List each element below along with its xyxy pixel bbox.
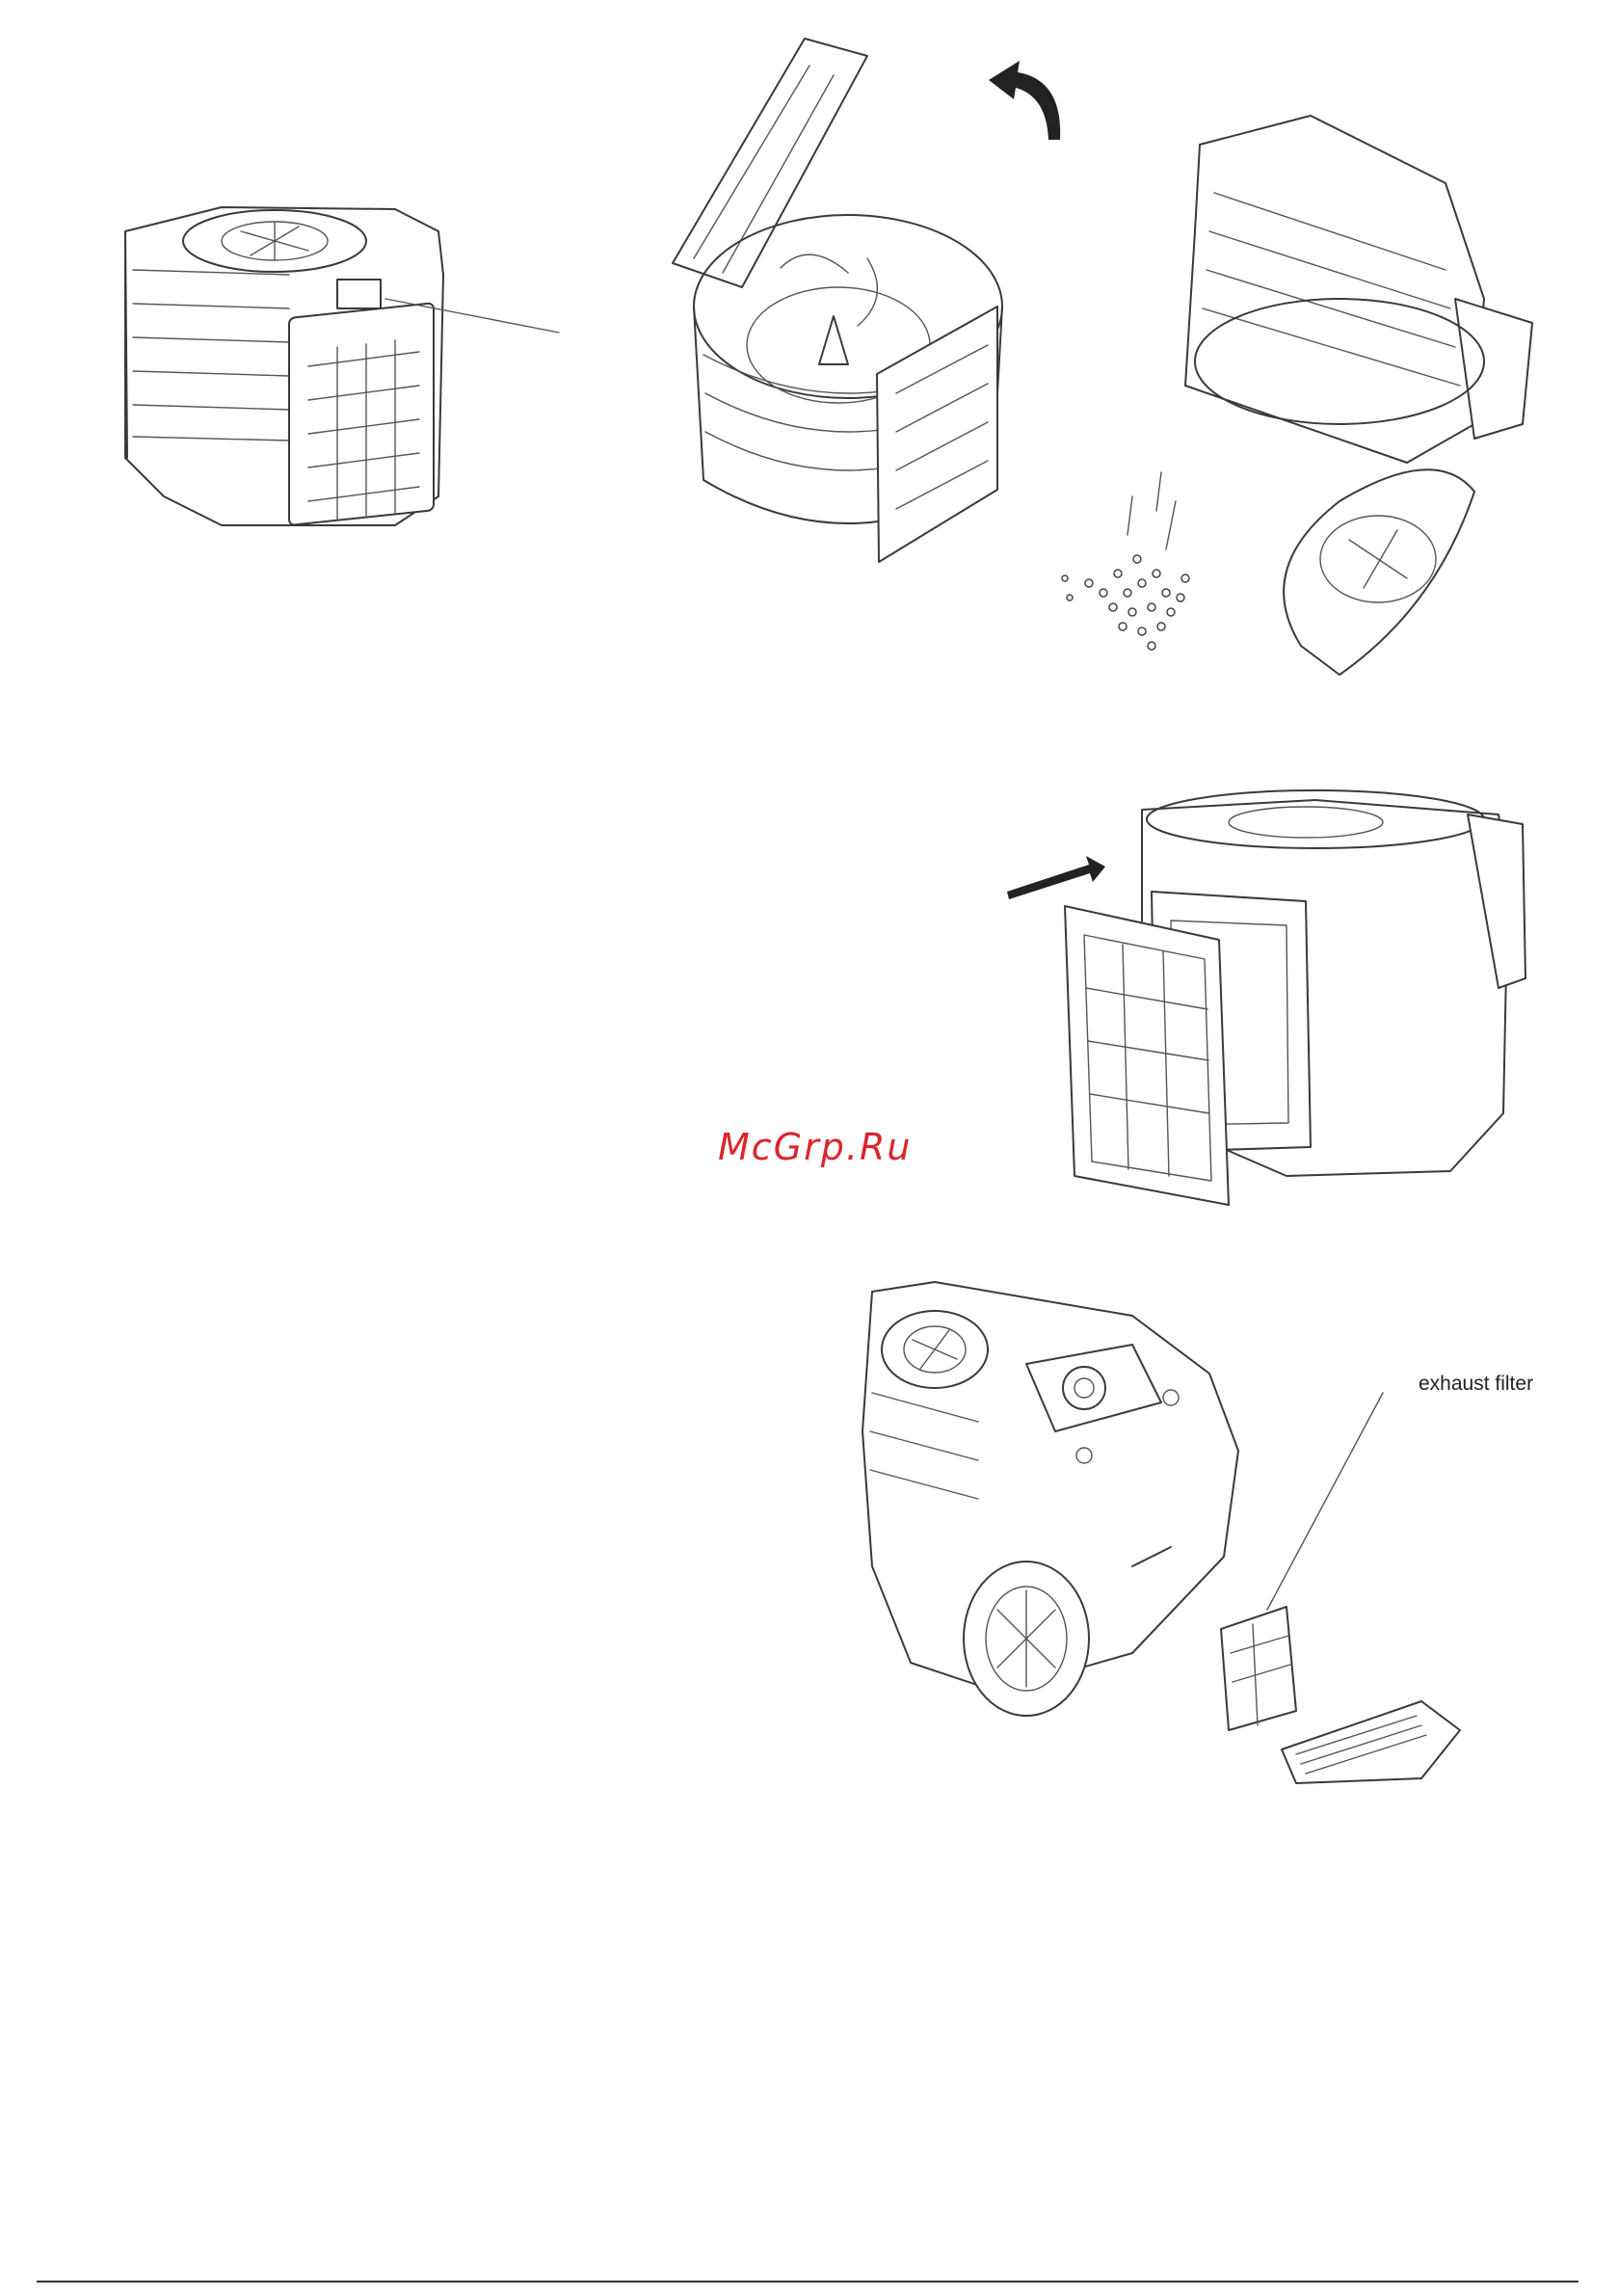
emptying-illustration <box>1021 106 1571 694</box>
dust-container-lid-open <box>665 27 1031 576</box>
emptying-dust-container <box>1021 106 1571 694</box>
exhaust-filter-label: exhaust filter <box>1419 1373 1533 1396</box>
exhaust-filter-removal <box>843 1277 1499 1802</box>
filter-removal-illustration <box>997 795 1566 1219</box>
dust-container-open-illustration <box>665 27 1031 576</box>
footer-divider <box>37 2281 1578 2283</box>
dust-container-illustration <box>106 188 569 564</box>
vacuum-cleaner-illustration <box>843 1277 1499 1802</box>
removing-container-filter <box>997 795 1566 1219</box>
dust-container-with-filter <box>106 188 569 564</box>
watermark-text: McGrp.Ru <box>718 1126 912 1168</box>
